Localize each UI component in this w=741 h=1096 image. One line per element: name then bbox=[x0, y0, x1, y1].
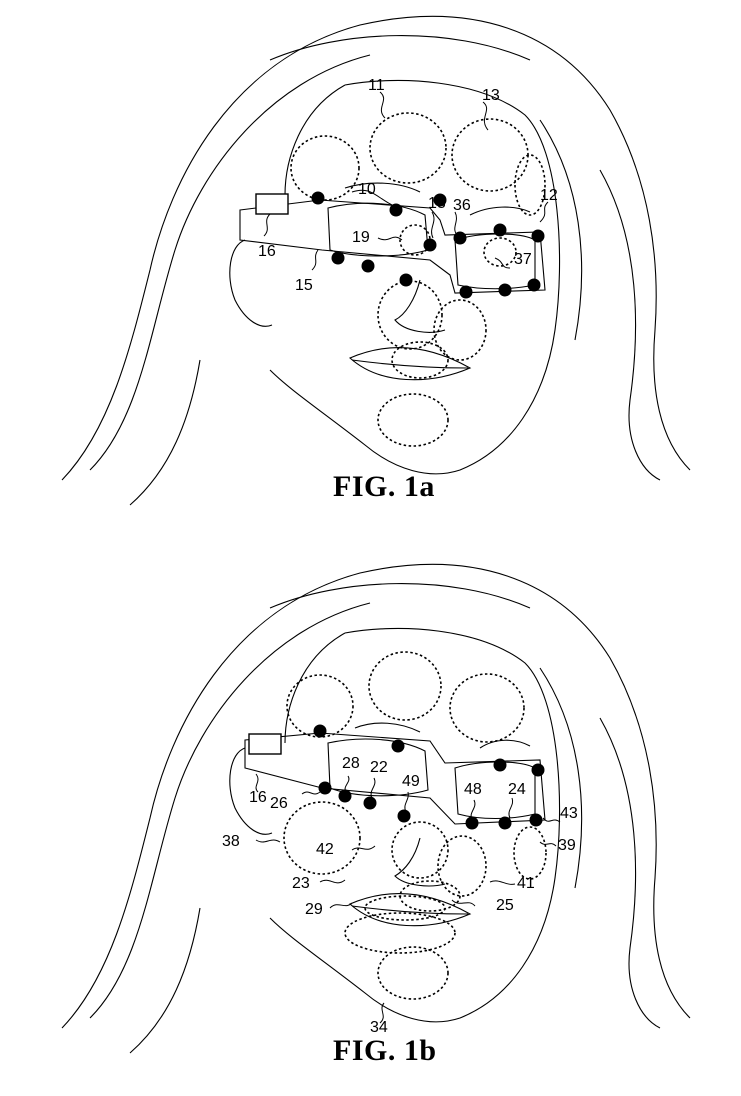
ref-label: 38 bbox=[222, 833, 240, 850]
ref-label: 48 bbox=[464, 781, 482, 798]
ref-label: 10 bbox=[358, 181, 376, 198]
ref-label: 39 bbox=[558, 837, 576, 854]
figure-caption: FIG. 1a bbox=[333, 470, 435, 504]
ref-label: 12 bbox=[540, 187, 558, 204]
ref-label: 18 bbox=[428, 195, 446, 212]
control-unit-icon bbox=[256, 194, 288, 214]
ref-label: 37 bbox=[514, 251, 532, 268]
ref-label: 13 bbox=[482, 87, 500, 104]
ref-label: 29 bbox=[305, 901, 323, 918]
ref-label: 16 bbox=[249, 789, 267, 806]
ref-label: 26 bbox=[270, 795, 288, 812]
face-outline bbox=[270, 80, 560, 473]
ref-label: 19 bbox=[352, 229, 370, 246]
ref-label: 23 bbox=[292, 875, 310, 892]
control-unit-icon bbox=[249, 734, 281, 754]
ref-label: 42 bbox=[316, 841, 334, 858]
ref-label: 22 bbox=[370, 759, 388, 776]
lips-outline bbox=[350, 348, 470, 380]
ref-label: 16 bbox=[258, 243, 276, 260]
ref-label: 24 bbox=[508, 781, 526, 798]
ref-label: 25 bbox=[496, 897, 514, 914]
ref-label: 15 bbox=[295, 277, 313, 294]
ref-label: 49 bbox=[402, 773, 420, 790]
face-drawing-1b: 16 26 28 22 49 48 24 43 38 39 42 41 23 2… bbox=[0, 548, 741, 1088]
figure-caption: FIG. 1b bbox=[333, 1034, 437, 1068]
ref-label: 28 bbox=[342, 755, 360, 772]
ref-label: 11 bbox=[368, 77, 385, 94]
figure-1b: 16 26 28 22 49 48 24 43 38 39 42 41 23 2… bbox=[0, 548, 741, 1088]
ref-label: 36 bbox=[453, 197, 471, 214]
ref-label: 41 bbox=[517, 875, 535, 892]
figure-1a: 11 13 12 10 18 19 36 37 16 15 FIG. 1a bbox=[0, 0, 741, 540]
ref-label: 43 bbox=[560, 805, 578, 822]
face-drawing-1a: 11 13 12 10 18 19 36 37 16 15 bbox=[0, 0, 741, 540]
